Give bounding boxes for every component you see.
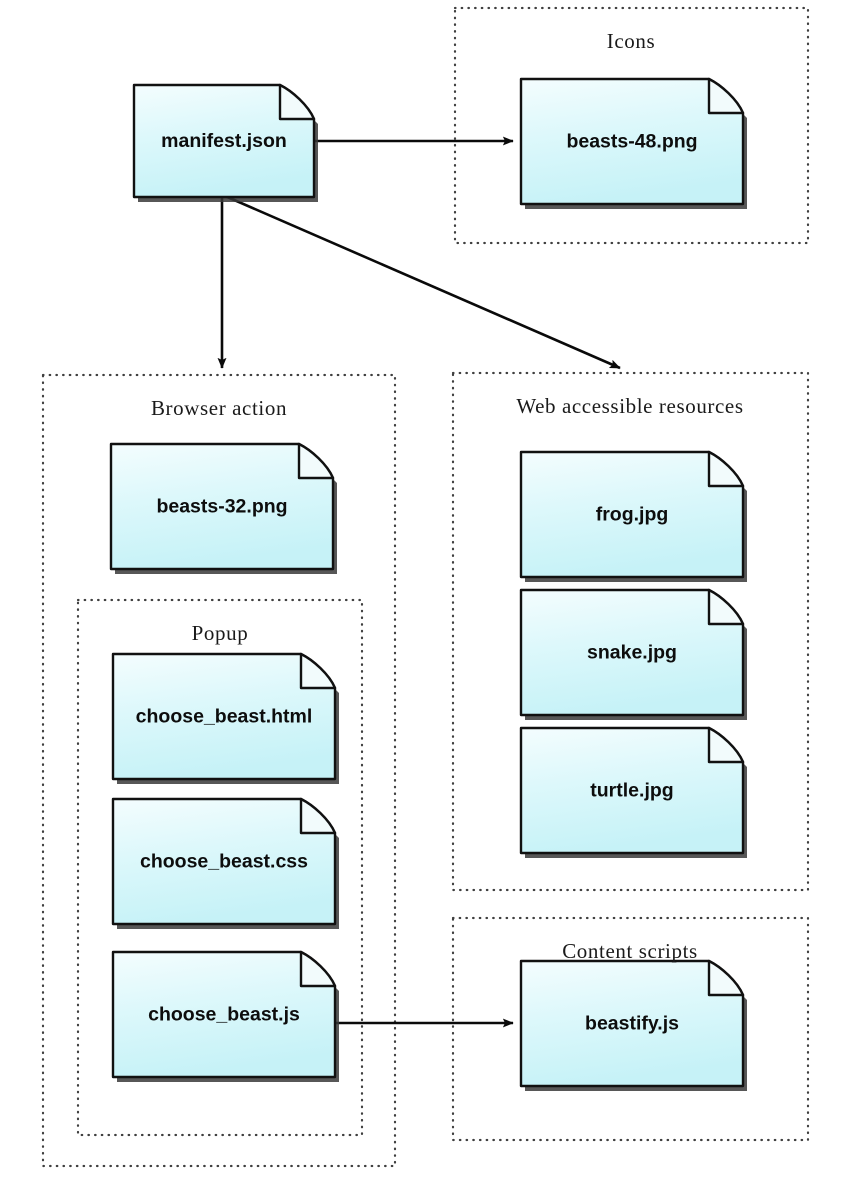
file-node-label-choose-beast-js: choose_beast.js: [148, 1004, 300, 1026]
file-node-label-beastify-js: beastify.js: [585, 1013, 679, 1035]
file-node-fold-corner-icon: [278, 83, 316, 121]
file-node-manifest-json[interactable]: [132, 83, 318, 202]
file-node-label-snake-jpg: snake.jpg: [587, 642, 677, 664]
file-node-fold-corner-icon: [707, 450, 745, 488]
file-node-label-choose-beast-css: choose_beast.css: [140, 851, 308, 873]
edges-layer: [217, 136, 621, 1028]
group-box-popup: [76, 598, 364, 1137]
group-box-icons: [453, 6, 810, 245]
group-label-web-accessible-resources: Web accessible resources: [516, 394, 743, 418]
file-node-label-frog-jpg: frog.jpg: [596, 504, 669, 526]
file-node-label-choose-beast-html: choose_beast.html: [136, 706, 313, 728]
edge-manifest-to-web-accessible-resources: [224, 194, 621, 370]
file-node-fold-corner-icon: [299, 652, 337, 690]
file-node-fold-corner-icon: [299, 950, 337, 988]
file-node-label-beasts-32-png: beasts-32.png: [156, 496, 287, 518]
file-node-fold-corner-icon: [707, 959, 745, 997]
file-node-beasts-32-png[interactable]: [109, 442, 337, 574]
file-node-beasts-48-png[interactable]: [519, 77, 747, 209]
file-node-fold-corner-icon: [707, 726, 745, 764]
group-label-icons: Icons: [607, 29, 656, 53]
file-node-fold-corner-icon: [707, 588, 745, 626]
group-boxes-layer: [41, 6, 810, 1168]
file-node-label-beasts-48-png: beasts-48.png: [566, 131, 697, 153]
file-node-label-turtle-jpg: turtle.jpg: [590, 780, 673, 802]
group-label-browser-action: Browser action: [151, 396, 287, 420]
file-node-fold-corner-icon: [707, 77, 745, 115]
file-node-beastify-js[interactable]: [519, 959, 747, 1091]
file-node-turtle-jpg[interactable]: [519, 726, 747, 858]
file-node-choose-beast-js[interactable]: [111, 950, 339, 1082]
nodes-layer: [109, 77, 747, 1091]
file-node-fold-corner-icon: [299, 797, 337, 835]
file-node-choose-beast-css[interactable]: [111, 797, 339, 929]
file-node-snake-jpg[interactable]: [519, 588, 747, 720]
group-label-popup: Popup: [192, 621, 249, 645]
file-node-fold-corner-icon: [297, 442, 335, 480]
file-node-choose-beast-html[interactable]: [111, 652, 339, 784]
file-node-label-manifest-json: manifest.json: [161, 130, 287, 152]
file-node-frog-jpg[interactable]: [519, 450, 747, 582]
group-box-browser-action: [41, 373, 397, 1168]
group-label-content-scripts: Content scripts: [562, 939, 698, 963]
